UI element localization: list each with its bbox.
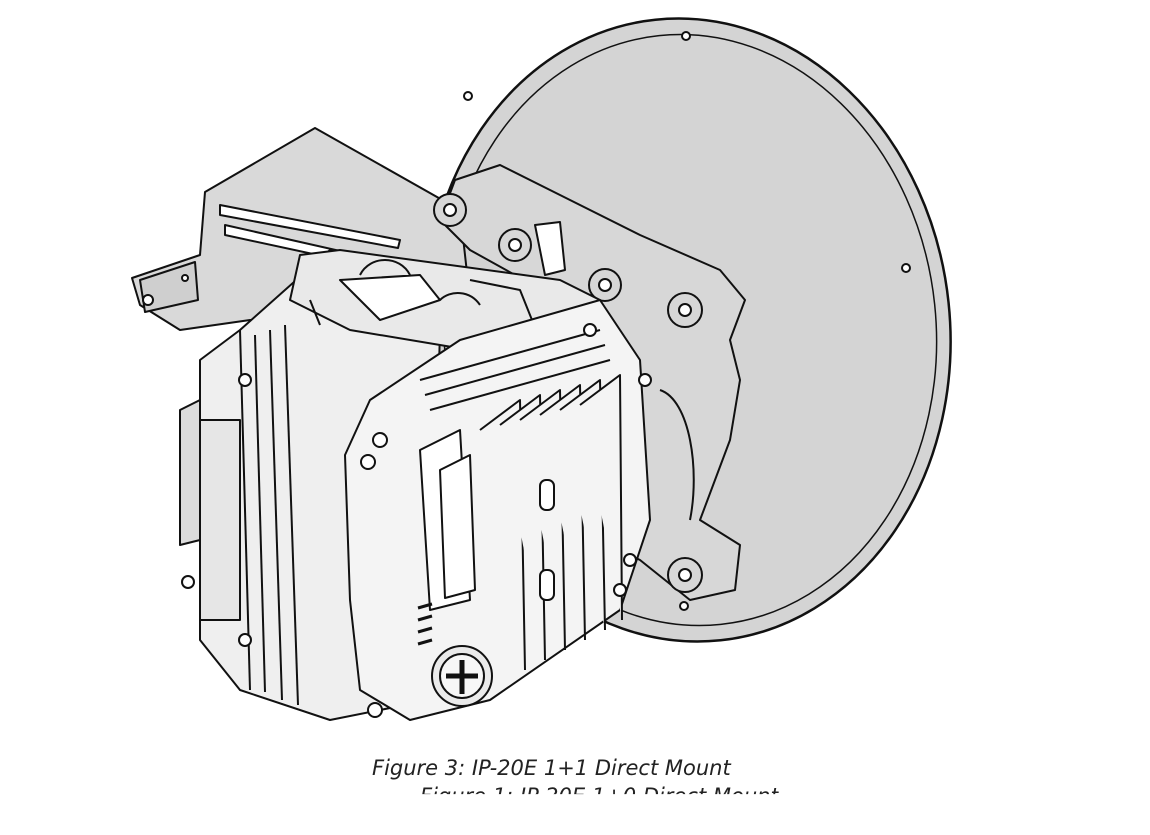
vent-marks	[417, 602, 433, 646]
radio-unit-front	[344, 299, 652, 721]
connector-cap	[431, 645, 493, 707]
figure-caption: Figure 3: IP-20E 1+1 Direct Mount	[372, 756, 731, 780]
ip20e-direct-mount-drawing	[131, 17, 952, 721]
clipped-caption: Figure 1: IP-20E 1+0 Direct Mount	[420, 784, 779, 808]
